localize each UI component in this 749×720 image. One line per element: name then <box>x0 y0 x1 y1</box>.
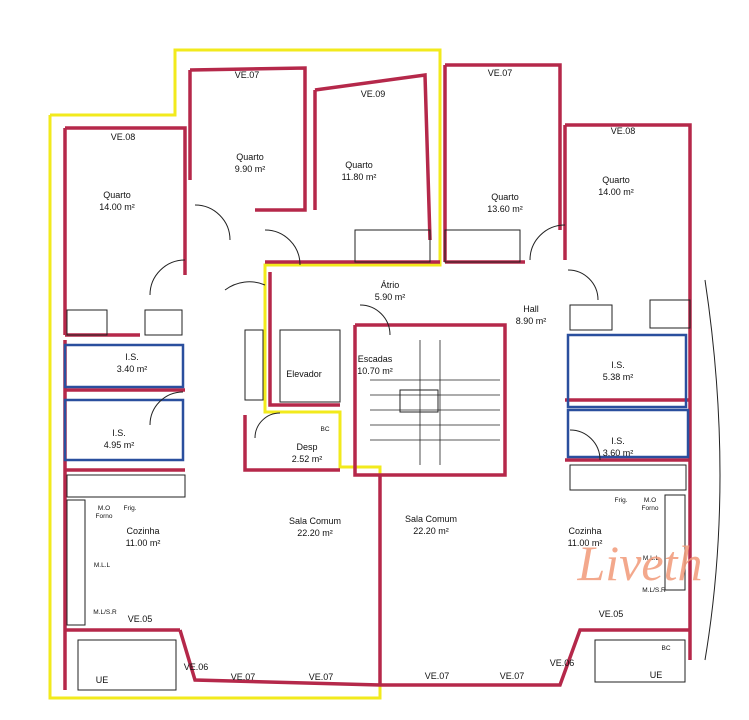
window-code: VE.06 <box>184 662 209 672</box>
room-name: Sala Comum <box>289 516 341 526</box>
unit-label: UE <box>96 675 109 685</box>
room-area: 5.90 m² <box>375 292 406 302</box>
appliance-label: Frig. <box>615 497 628 504</box>
room-labels: Quarto 14.00 m² Quarto 9.90 m² Quarto 11… <box>99 152 634 548</box>
room-area: 22.20 m² <box>297 528 333 538</box>
room-name: Quarto <box>103 190 131 200</box>
window-code: VE.07 <box>425 671 450 681</box>
boiler-label: BC <box>661 645 670 652</box>
fixtures <box>66 204 721 691</box>
room-area: 11.00 m² <box>568 538 603 548</box>
unit-label: UE <box>650 670 663 680</box>
window-code: VE.07 <box>231 672 256 682</box>
window-code: VE.08 <box>611 126 636 136</box>
room-area: 3.40 m² <box>117 364 148 374</box>
room-name: Escadas <box>358 354 393 364</box>
room-name: Hall <box>523 304 539 314</box>
room-area: 2.52 m² <box>292 454 323 464</box>
appliance-label: Forno <box>642 505 659 512</box>
room-name: Quarto <box>236 152 264 162</box>
appliance-label: M.L.L <box>643 555 660 562</box>
opening-codes: VE.07 VE.09 VE.08 VE.07 VE.08 VE.05 VE.0… <box>96 68 671 685</box>
window-code: VE.06 <box>550 658 575 668</box>
window-code: VE.08 <box>111 132 136 142</box>
appliance-label: M.O <box>98 505 110 512</box>
room-area: 4.95 m² <box>104 440 135 450</box>
window-code: VE.07 <box>235 70 260 80</box>
boiler-label: BC <box>320 426 329 433</box>
room-name: Cozinha <box>568 526 601 536</box>
room-name: Quarto <box>602 175 630 185</box>
appliance-label: M.O <box>644 497 656 504</box>
room-area: 8.90 m² <box>516 316 547 326</box>
room-name: Cozinha <box>126 526 159 536</box>
room-area: 3.60 m² <box>603 448 634 458</box>
room-name: Quarto <box>345 160 373 170</box>
window-code: VE.07 <box>309 672 334 682</box>
appliance-label: M.L.L <box>94 562 111 569</box>
room-area: 14.00 m² <box>598 187 634 197</box>
room-name: Desp <box>296 442 317 452</box>
window-code: VE.05 <box>599 609 624 619</box>
room-area: 11.00 m² <box>126 538 161 548</box>
window-code: VE.09 <box>361 89 386 99</box>
room-name: Elevador <box>286 369 322 379</box>
room-name: Sala Comum <box>405 514 457 524</box>
appliance-label: Frig. <box>124 505 137 512</box>
room-name: I.S. <box>125 352 139 362</box>
walls-red <box>63 63 692 690</box>
watermark: Liveth <box>577 535 703 591</box>
room-area: 9.90 m² <box>235 164 266 174</box>
room-area: 11.80 m² <box>342 172 377 182</box>
room-name: I.S. <box>611 436 625 446</box>
room-area: 14.00 m² <box>99 202 135 212</box>
room-name: Átrio <box>381 280 400 290</box>
window-code: VE.05 <box>128 614 153 624</box>
room-area: 10.70 m² <box>357 366 393 376</box>
room-name: I.S. <box>611 360 625 370</box>
window-code: VE.07 <box>500 671 525 681</box>
room-area: 22.20 m² <box>413 526 449 536</box>
appliance-label: M.L/S.R <box>93 609 117 616</box>
appliance-labels: M.O Forno Frig. M.L.L M.L/S.R Frig. M.O … <box>93 497 666 616</box>
appliance-label: Forno <box>96 513 113 520</box>
walls-blue <box>63 333 690 462</box>
room-name: Quarto <box>491 192 519 202</box>
room-area: 5.38 m² <box>603 372 634 382</box>
window-code: VE.07 <box>488 68 513 78</box>
unit-outline-left <box>48 48 442 700</box>
room-area: 13.60 m² <box>487 204 523 214</box>
room-name: I.S. <box>112 428 126 438</box>
appliance-label: M.L/S.R <box>642 587 666 594</box>
